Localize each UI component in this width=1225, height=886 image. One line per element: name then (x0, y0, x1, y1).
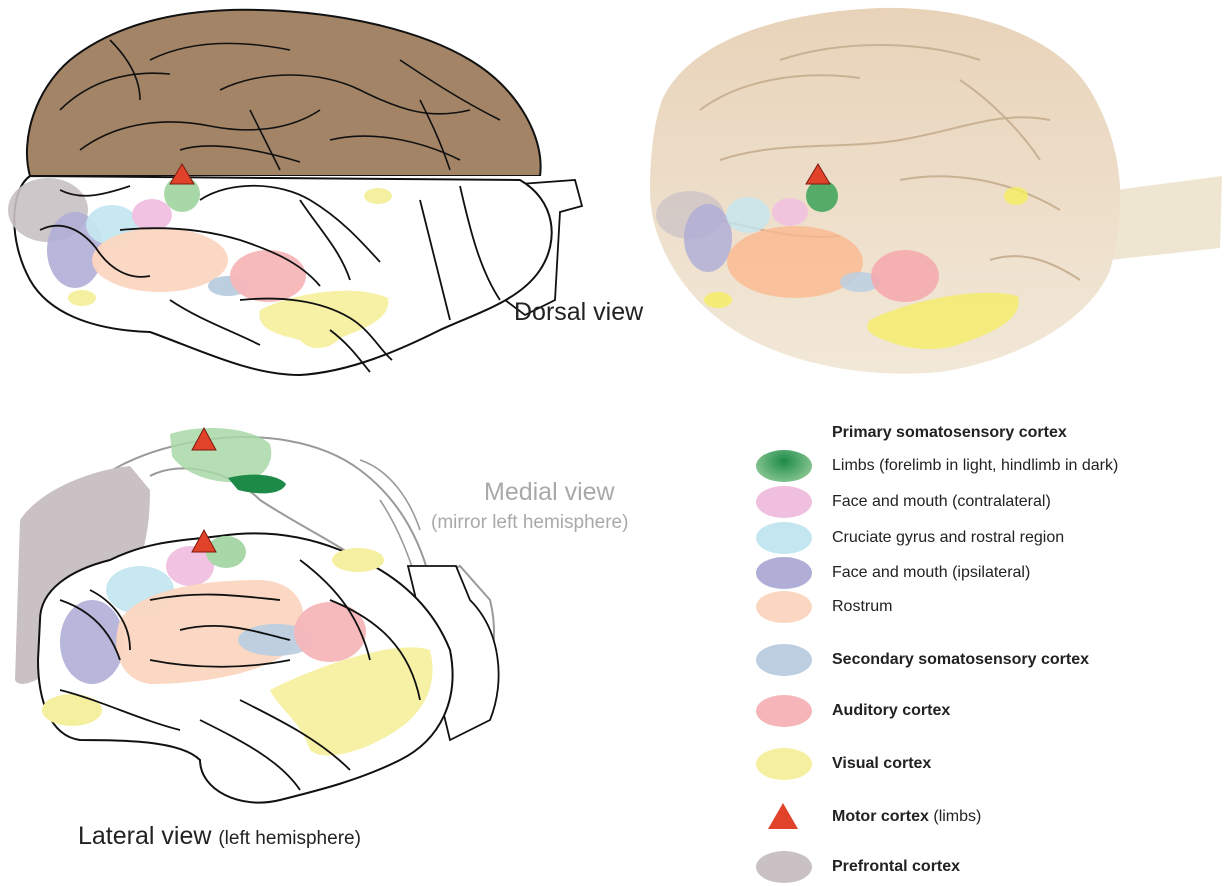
legend-item-visual: Visual cortex (756, 748, 1221, 780)
legend-label-motor-suffix: (limbs) (933, 808, 981, 825)
legend-item-auditory: Auditory cortex (756, 695, 1221, 727)
legend-swatch-auditory (756, 695, 812, 727)
legend-item-face-contra: Face and mouth (contralateral) (756, 486, 1221, 518)
legend-swatch-motor-triangle (768, 803, 798, 829)
lateral-visual-3 (332, 548, 384, 572)
lateral-visual-2 (42, 694, 102, 726)
legend-label-cruciate: Cruciate gyrus and rostral region (832, 529, 1064, 547)
legend-label-motor: Motor cortex (limbs) (832, 808, 981, 826)
legend-label-face-ipsi: Face and mouth (ipsilateral) (832, 564, 1030, 582)
dorsal-photo (650, 8, 1222, 374)
dorsal-view-label: Dorsal view (514, 298, 643, 327)
lateral-face-ipsi (60, 600, 124, 684)
photo-visual-3 (1004, 187, 1028, 205)
legend-label-secondary: Secondary somatosensory cortex (832, 651, 1089, 669)
dorsal-face-contra (132, 199, 172, 231)
dorsal-top-hemisphere (27, 10, 541, 176)
lateral-view-label: Lateral view (left hemisphere) (78, 822, 361, 851)
photo-rostrum (727, 226, 863, 298)
dorsal-drawing (8, 10, 582, 375)
lateral-view-sublabel: (left hemisphere) (218, 828, 361, 849)
legend-swatch-prefrontal (756, 851, 812, 883)
legend-swatch-visual (756, 748, 812, 780)
legend-item-prefrontal: Prefrontal cortex (756, 851, 1221, 883)
legend-item-face-ipsi: Face and mouth (ipsilateral) (756, 557, 1221, 589)
legend-swatch-face-contra (756, 486, 812, 518)
legend-item-secondary: Secondary somatosensory cortex (756, 644, 1221, 676)
legend-item-motor: Motor cortex (limbs) (756, 801, 1221, 833)
legend-heading: Primary somatosensory cortex (832, 424, 1067, 442)
legend-label-visual: Visual cortex (832, 755, 931, 773)
legend-item-rostrum: Rostrum (756, 591, 1221, 623)
legend-label-limbs: Limbs (forelimb in light, hindlimb in da… (832, 457, 1118, 475)
medial-limbs-light (170, 428, 271, 482)
photo-cruciate (726, 197, 770, 233)
photo-face-contra (772, 198, 808, 226)
dorsal-visual-3 (364, 188, 392, 204)
medial-view-label: Medial view (484, 478, 615, 507)
dorsal-visual-2 (68, 290, 96, 306)
legend-swatch-cruciate (756, 522, 812, 554)
legend-label-rostrum: Rostrum (832, 598, 892, 616)
legend-item-cruciate: Cruciate gyrus and rostral region (756, 522, 1221, 554)
photo-visual-2 (704, 292, 732, 308)
medial-limbs-dark (228, 475, 286, 494)
legend-swatch-secondary (756, 644, 812, 676)
legend-swatch-face-ipsi (756, 557, 812, 589)
legend-item-limbs: Limbs (forelimb in light, hindlimb in da… (756, 450, 1221, 482)
legend-label-motor-main: Motor cortex (832, 808, 929, 825)
legend-label-auditory: Auditory cortex (832, 702, 950, 720)
legend-label-prefrontal: Prefrontal cortex (832, 858, 960, 876)
photo-auditory (871, 250, 939, 302)
lateral-drawing (38, 530, 499, 803)
legend-swatch-limbs (756, 450, 812, 482)
dorsal-rostrum (92, 228, 228, 292)
legend-swatch-rostrum (756, 591, 812, 623)
photo-face-ipsi (684, 204, 732, 272)
lateral-view-title: Lateral view (78, 822, 211, 850)
photo-limbs (806, 180, 838, 212)
dorsal-auditory (230, 250, 306, 302)
legend-label-face-contra: Face and mouth (contralateral) (832, 493, 1051, 511)
medial-view-sublabel: (mirror left hemisphere) (431, 512, 628, 534)
